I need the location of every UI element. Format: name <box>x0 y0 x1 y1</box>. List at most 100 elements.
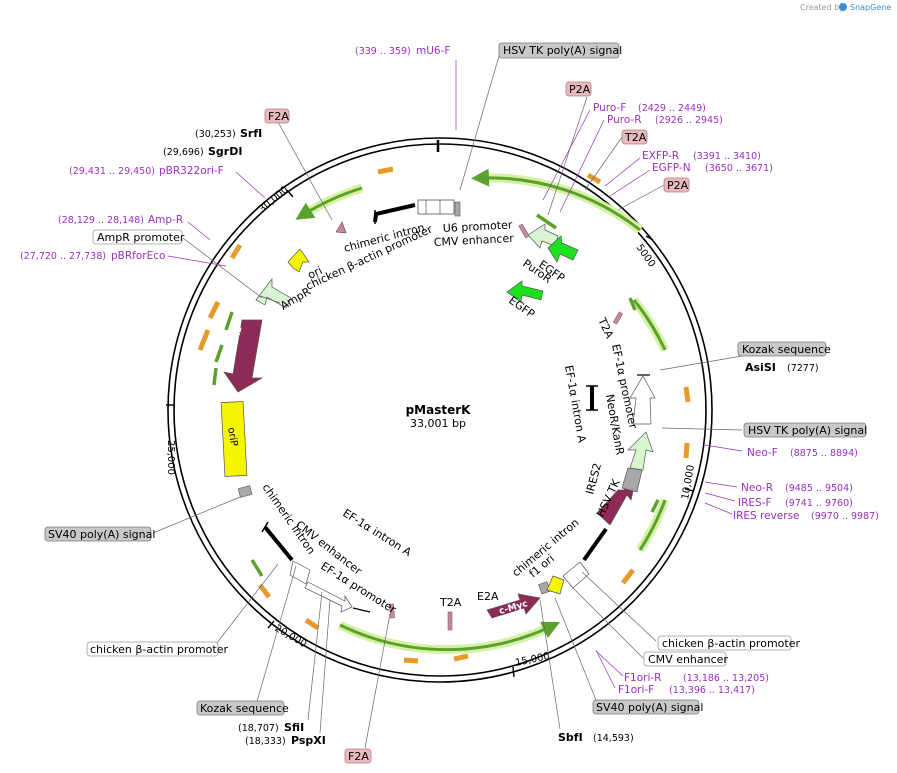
enzyme-sbfi-pos: (14,593) <box>593 733 634 744</box>
large-arcs <box>295 168 670 655</box>
credit-brand: SnapGene <box>850 3 891 12</box>
primer-purof-range: (2429 .. 2449) <box>638 103 706 114</box>
box-cmv-right[interactable]: CMV enhancer <box>643 651 728 667</box>
plasmid-size: 33,001 bp <box>410 417 466 430</box>
enzyme-sgrdi-name[interactable]: SgrDI <box>208 145 242 158</box>
box-p2a-top-text: P2A <box>569 83 591 96</box>
box-hsv-top[interactable]: HSV TK poly(A) signal <box>498 42 622 59</box>
box-hsv-right-text: HSV TK poly(A) signal <box>748 424 867 437</box>
credit-text: Created by <box>800 3 844 12</box>
box-cmv-right-text: CMV enhancer <box>648 653 728 666</box>
primer-f1orif-name[interactable]: F1ori-F <box>618 684 654 696</box>
primer-pbr322-name[interactable]: pBR322ori-F <box>159 165 224 177</box>
enzyme-pspxi-name[interactable]: PspXI <box>291 734 326 747</box>
box-kozak-right[interactable]: Kozak sequence <box>737 341 831 357</box>
enzyme-asisi-pos: (7277) <box>787 363 819 374</box>
tick-30000: 30,000 <box>257 184 291 215</box>
enzyme-sbfi-name[interactable]: SbfI <box>558 731 583 744</box>
box-chicken-right-text: chicken β-actin promoter <box>662 637 800 650</box>
primer-iresf-name[interactable]: IRES-F <box>738 497 772 509</box>
label-orip: oriP <box>225 427 239 448</box>
box-p2a-right[interactable]: P2A <box>663 177 690 193</box>
top-feature-cluster <box>335 199 461 234</box>
primer-iresrev-name[interactable]: IRES reverse <box>733 510 800 522</box>
primer-f1orir-name[interactable]: F1ori-R <box>624 672 661 684</box>
tick-20000: 20,000 <box>273 623 309 650</box>
box-chicken-left[interactable]: chicken β-actin promoter <box>86 641 228 657</box>
box-chicken-left-text: chicken β-actin promoter <box>90 643 228 656</box>
label-e2a: E2A <box>477 590 499 603</box>
primer-egfpn-name[interactable]: EGFP-N <box>652 162 691 174</box>
label-t2a-bottom: T2A <box>439 596 462 609</box>
primer-mu6f-range: (339 .. 359) <box>355 46 411 57</box>
backbone-outer-ring <box>167 137 713 683</box>
tick-5000: 5000 <box>634 242 658 269</box>
enzyme-pspxi-pos: (18,333) <box>245 736 286 747</box>
primer-f1orif-range: (13,396 .. 13,417) <box>669 685 755 696</box>
enzyme-srfi-name[interactable]: SrfI <box>240 127 262 140</box>
box-hsv-right[interactable]: HSV TK poly(A) signal <box>743 422 867 438</box>
box-sv40-left[interactable]: SV40 poly(A) signal <box>44 526 155 542</box>
enzyme-sfii-pos: (18,707) <box>238 723 279 734</box>
box-f2a-bottom-text: F2A <box>348 750 369 763</box>
box-t2a-top[interactable]: T2A <box>621 129 648 145</box>
orange-arrows <box>197 166 691 664</box>
plasmid-name: pMasterK <box>406 403 472 417</box>
primer-pbrforeco-name[interactable]: pBRforEco <box>111 250 165 262</box>
egfp-puror-cluster <box>506 223 579 303</box>
box-chicken-right[interactable]: chicken β-actin promoter <box>657 635 800 651</box>
box-f2a-top[interactable]: F2A <box>264 108 290 124</box>
ebna1-feature <box>223 319 264 393</box>
primer-mu6f-name[interactable]: mU6-F <box>416 45 450 57</box>
box-kozak-bottom[interactable]: Kozak sequence <box>196 700 289 716</box>
tick-10000: 10,000 <box>680 464 697 500</box>
label-u6-promoter: U6 promoter <box>442 218 513 235</box>
label-ires2: IRES2 <box>583 462 604 496</box>
box-sv40-bottom[interactable]: SV40 poly(A) signal <box>592 699 703 715</box>
tick-marks <box>166 189 695 678</box>
primer-iresrev-range: (9970 .. 9987) <box>811 511 879 522</box>
enzyme-asisi-name[interactable]: AsiSI <box>745 361 776 374</box>
primer-pbr322-range: (29,431 .. 29,450) <box>69 166 155 177</box>
primer-ampr-name[interactable]: Amp-R <box>148 214 183 226</box>
cmyc-feature <box>486 527 608 619</box>
snapgene-logo: SnapGene <box>839 3 891 12</box>
label-cmyc: c-Myc <box>498 599 529 617</box>
box-p2a-top[interactable]: P2A <box>565 81 592 97</box>
enzyme-srfi-pos: (30,253) <box>195 129 236 140</box>
orip-feature <box>220 401 248 477</box>
primer-pbrforeco-range: (27,720 .. 27,738) <box>20 251 106 262</box>
primer-neor-name[interactable]: Neo-R <box>741 482 773 494</box>
right-features <box>586 311 656 526</box>
primer-purof-name[interactable]: Puro-F <box>593 102 626 114</box>
small-green-arrows <box>212 213 660 577</box>
box-t2a-top-text: T2A <box>624 131 647 144</box>
box-f2a-bottom[interactable]: F2A <box>344 748 372 764</box>
primer-puror-name[interactable]: Puro-R <box>607 114 642 126</box>
box-sv40-bottom-text: SV40 poly(A) signal <box>596 701 703 714</box>
label-t2a-right: T2A <box>595 315 616 341</box>
box-hsv-top-text: HSV TK poly(A) signal <box>503 44 622 57</box>
label-chimeric-intron-bl: chimeric intron <box>260 481 318 556</box>
tick-25000: 25,000 <box>165 440 176 475</box>
enzyme-sgrdi-pos: (29,696) <box>163 147 204 158</box>
label-ef1a-intron-bl: EF-1α intron A <box>340 507 414 560</box>
primer-iresf-range: (9741 .. 9760) <box>785 498 853 509</box>
box-ampr-promoter[interactable]: AmpR promoter <box>92 229 185 245</box>
primer-neor-range: (9485 .. 9504) <box>785 483 853 494</box>
primer-puror-range: (2926 .. 2945) <box>655 115 723 126</box>
label-ampr: AmpR <box>278 285 313 313</box>
box-sv40-left-text: SV40 poly(A) signal <box>48 528 155 541</box>
enzyme-sfii-name[interactable]: SfiI <box>284 721 304 734</box>
box-f2a-top-text: F2A <box>268 110 289 123</box>
primer-neof-name[interactable]: Neo-F <box>747 447 778 459</box>
box-kozak-right-text: Kozak sequence <box>742 343 831 356</box>
primer-neof-range: (8875 .. 8894) <box>790 448 858 459</box>
backbone-inner-ring <box>173 143 707 677</box>
bottom-left-cluster <box>261 521 453 631</box>
label-chicken-actin-top: chicken β-actin promoter <box>304 222 435 292</box>
primer-f1orir-range: (13,186 .. 13,205) <box>683 673 769 684</box>
primer-exfpr-name[interactable]: EXFP-R <box>642 150 679 162</box>
